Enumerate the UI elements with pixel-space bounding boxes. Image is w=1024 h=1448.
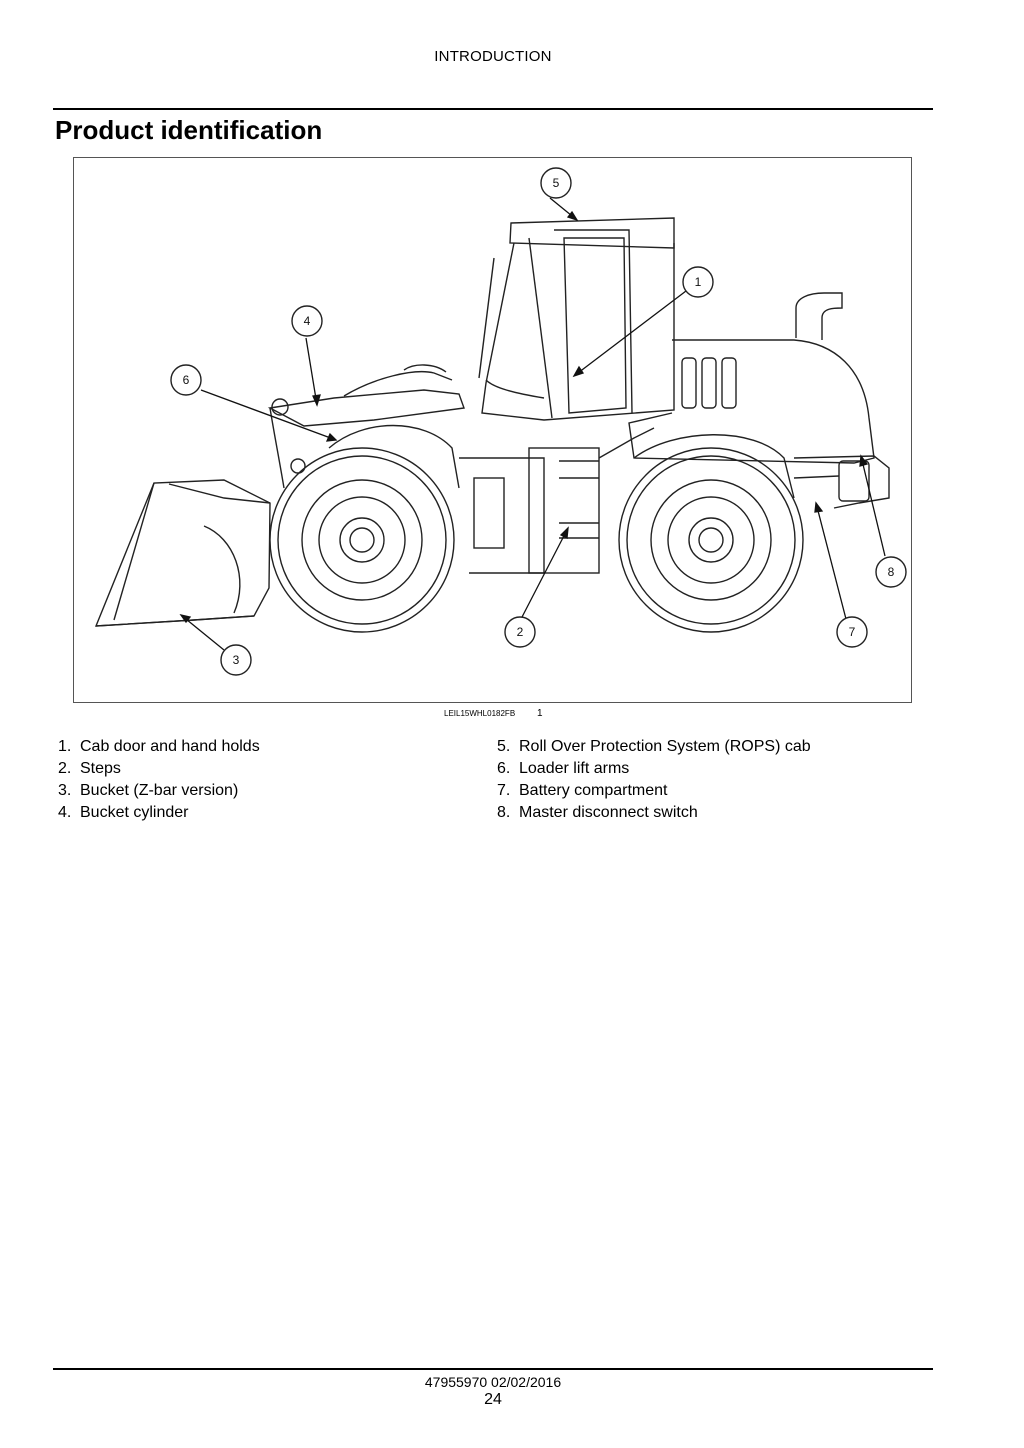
svg-text:1: 1 [695, 275, 702, 289]
front-wheel-drawing [269, 447, 455, 633]
legend-item: 4.Bucket cylinder [58, 804, 189, 821]
callout-6: 6 [170, 364, 202, 396]
legend-item: 8.Master disconnect switch [497, 804, 698, 821]
legend-item: 6.Loader lift arms [497, 760, 630, 777]
legend-list-left: 1.Cab door and hand holds 2.Steps 3.Buck… [58, 736, 260, 824]
page-title: Product identification [55, 115, 323, 145]
legend-list-right: 5.Roll Over Protection System (ROPS) cab… [497, 736, 811, 824]
svg-text:2: 2 [517, 625, 524, 639]
chassis-drawing [459, 427, 655, 574]
rear-wheel-drawing [618, 447, 804, 633]
svg-text:7: 7 [849, 625, 856, 639]
svg-text:5: 5 [553, 176, 560, 190]
callout-2: 2 [504, 616, 536, 648]
callout-5: 5 [540, 167, 572, 199]
figure-frame: 5 1 4 6 3 2 7 8 [73, 157, 912, 703]
top-divider [53, 108, 933, 110]
section-header: INTRODUCTION [434, 48, 552, 65]
callout-1: 1 [682, 266, 714, 298]
page-number: 24 [484, 1391, 502, 1408]
callout-3: 3 [220, 644, 252, 676]
callout-7: 7 [836, 616, 868, 648]
front-fender-drawing [328, 424, 460, 489]
callout-leaders [179, 197, 886, 651]
document-code: 47955970 02/02/2016 [424, 1374, 562, 1390]
legend-item: 5.Roll Over Protection System (ROPS) cab [497, 738, 811, 755]
bottom-divider [53, 1368, 933, 1370]
cab-drawing [478, 217, 675, 421]
wheel-loader-illustration: 5 1 4 6 3 2 7 8 [94, 167, 907, 676]
svg-text:8: 8 [888, 565, 895, 579]
engine-hood-drawing [628, 292, 890, 509]
bucket-drawing [94, 479, 271, 627]
legend-item: 1.Cab door and hand holds [58, 738, 260, 755]
svg-text:3: 3 [233, 653, 240, 667]
legend-item: 3.Bucket (Z-bar version) [58, 782, 239, 799]
legend-item: 2.Steps [58, 760, 121, 777]
legend-item: 7.Battery compartment [497, 782, 668, 799]
callout-8: 8 [875, 556, 907, 588]
svg-text:6: 6 [183, 373, 190, 387]
figure-reference-code: LEIL15WHL0182FB [444, 709, 516, 718]
svg-text:4: 4 [304, 314, 311, 328]
figure-number: 1 [537, 708, 543, 719]
callout-4: 4 [291, 305, 323, 337]
